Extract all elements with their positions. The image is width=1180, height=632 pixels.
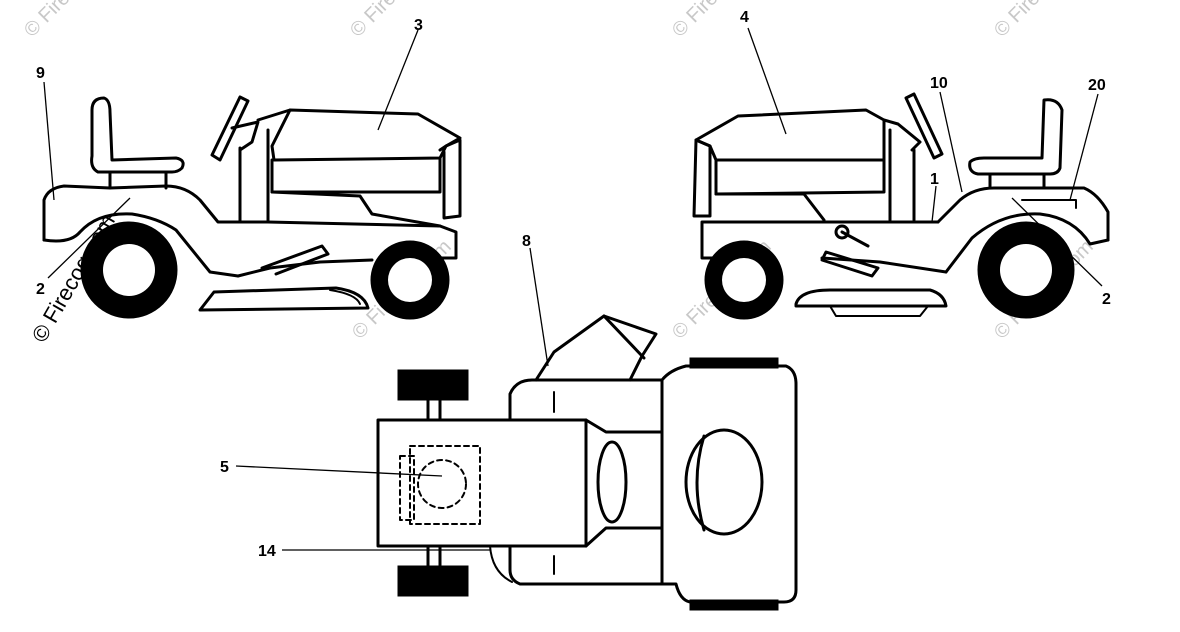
seat <box>90 96 185 174</box>
decal-20 <box>1021 199 1077 209</box>
steering-column <box>882 118 922 152</box>
front-wheel-top-right <box>689 599 779 611</box>
steering-wheel-top <box>596 440 628 524</box>
leader-1 <box>931 185 937 223</box>
decal-5 <box>409 445 481 525</box>
leader-5 <box>235 465 443 477</box>
steering-column <box>230 120 260 152</box>
rear-wheel-hub <box>1000 244 1052 296</box>
deck-bottom <box>829 305 929 317</box>
rear-fender-inner <box>42 212 240 278</box>
callout-8: 8 <box>522 233 531 250</box>
steering-wheel <box>904 92 944 160</box>
body-outline <box>508 364 798 604</box>
engine-cover-inner <box>695 434 706 532</box>
watermark: © Firecog.com <box>668 0 776 42</box>
tractor-left-side-view <box>42 95 462 320</box>
callout-9: 9 <box>36 65 45 82</box>
decal-5-circle <box>417 459 467 509</box>
leader-20 <box>1069 93 1099 201</box>
watermark: © Firecog.com <box>20 0 128 42</box>
chute-lip <box>602 314 646 360</box>
front-wheel-hub <box>388 258 432 302</box>
frame <box>820 256 948 274</box>
callout-10: 10 <box>930 75 948 92</box>
front-wheel-hub <box>722 258 766 302</box>
tractor-right-side-view <box>692 92 1110 320</box>
callout-14: 14 <box>258 543 276 560</box>
decal-5-outer <box>399 455 415 521</box>
lift-lever <box>840 230 870 248</box>
callout-2-left: 2 <box>36 281 45 298</box>
hood <box>270 108 462 162</box>
leader-lines <box>43 27 1103 551</box>
leader-2-right <box>1011 197 1103 287</box>
hood-side <box>270 156 442 194</box>
leader-4 <box>747 27 787 135</box>
rear-fender <box>42 184 270 242</box>
callout-3: 3 <box>414 17 423 34</box>
callouts: 9 2 3 4 10 20 1 2 8 5 14 <box>36 9 1111 560</box>
mower-deck <box>794 288 948 308</box>
engine-cover <box>684 428 764 536</box>
front-grille <box>438 138 462 220</box>
callout-20: 20 <box>1088 77 1106 94</box>
pedal <box>820 250 880 278</box>
rear-fender-inner <box>944 212 1110 274</box>
leader-3 <box>377 29 419 131</box>
side-panel <box>714 192 826 222</box>
dash-panel <box>238 108 292 224</box>
rear-wheel-hub <box>103 244 155 296</box>
rear-axle <box>426 398 442 568</box>
leader-2-left <box>47 197 131 279</box>
rear-body <box>376 418 588 548</box>
hood <box>694 108 886 162</box>
discharge-chute <box>534 314 658 382</box>
callout-2-right: 2 <box>1102 291 1111 308</box>
seat-base <box>988 172 1046 190</box>
leader-10 <box>939 91 963 193</box>
watermark: © Firecog.com <box>990 0 1098 42</box>
callout-1: 1 <box>930 171 939 188</box>
deck-chute <box>329 289 361 305</box>
hood-side <box>714 158 886 196</box>
leader-8 <box>529 247 549 367</box>
side-panel <box>270 190 442 228</box>
rear-fender <box>936 186 1110 242</box>
rear-wheel-top-left <box>397 369 469 401</box>
tractor-top-view <box>376 314 798 611</box>
cable <box>489 545 513 583</box>
frame <box>236 258 374 278</box>
callout-4: 4 <box>740 9 749 26</box>
watermark: © Firecog.com <box>346 0 454 42</box>
mower-deck <box>198 286 370 312</box>
dash-panel <box>888 128 916 222</box>
pedal <box>260 244 330 276</box>
steering-wheel <box>210 95 250 162</box>
rear-wheel-top-right <box>397 565 469 597</box>
seat <box>968 98 1064 176</box>
leader-9 <box>43 81 55 201</box>
body-lower <box>266 220 458 260</box>
lift-lever-knob <box>834 224 850 240</box>
callout-5: 5 <box>220 459 229 476</box>
front-grille <box>692 138 712 218</box>
front-wheel-top-left <box>689 357 779 369</box>
